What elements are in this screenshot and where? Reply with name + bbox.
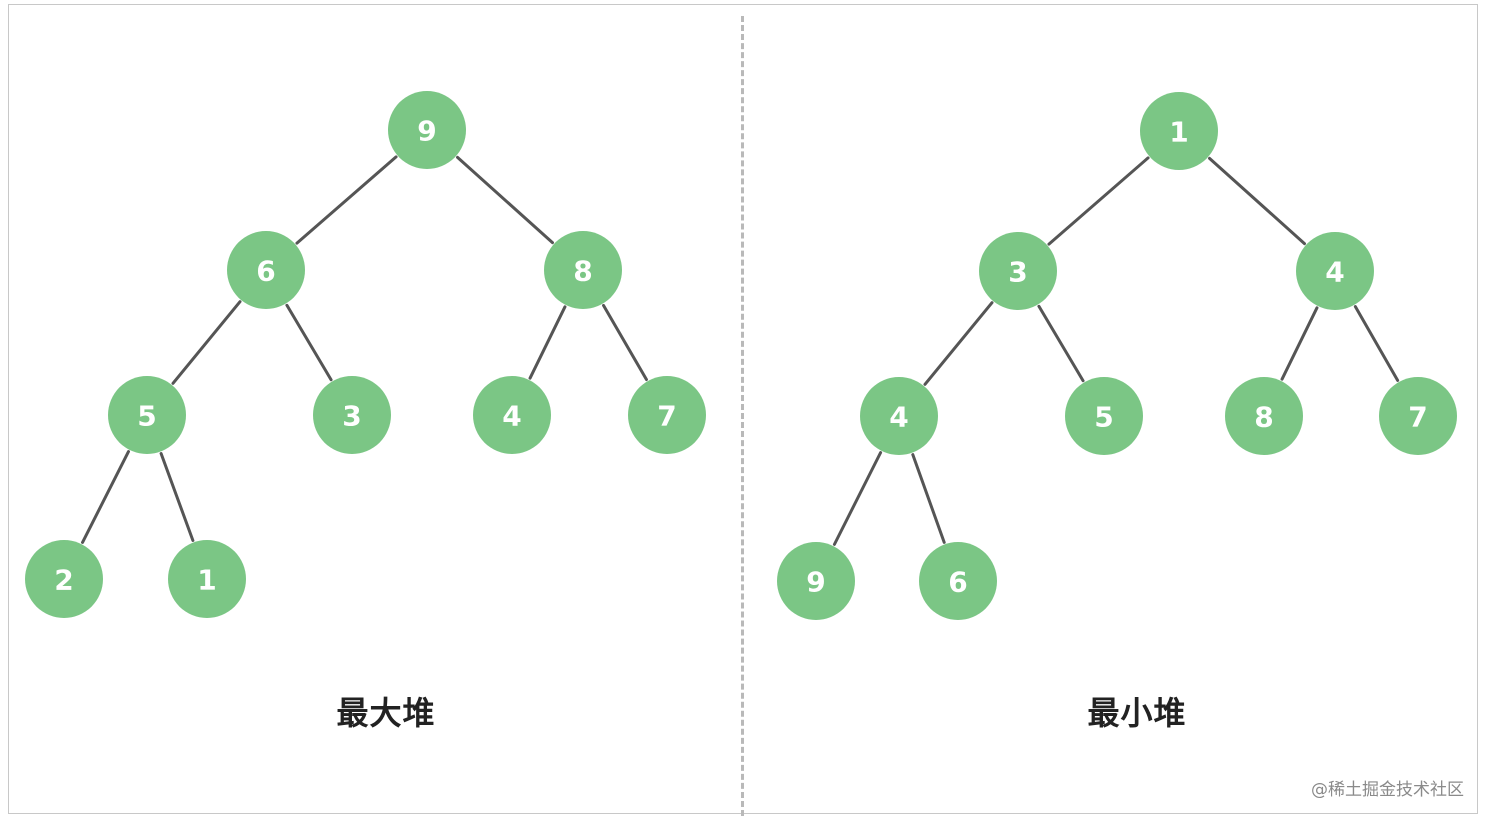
min-heap-edge [1280, 306, 1319, 381]
min-heap-node-label: 4 [889, 401, 908, 434]
max-heap-node-label: 7 [657, 400, 676, 433]
min-heap-edge [923, 301, 994, 386]
min-heap-node-label: 6 [948, 566, 967, 599]
watermark: @稀土掘金技术社区 [1311, 780, 1464, 800]
max-heap-node-circle [108, 376, 186, 454]
max-heap-edge [602, 303, 648, 382]
max-heap-node-circle [388, 91, 466, 169]
min-heap-node: 8 [1225, 377, 1303, 455]
max-heap-node-label: 2 [54, 564, 73, 597]
min-heap-node-circle [1296, 232, 1374, 310]
max-heap-node: 3 [313, 376, 391, 454]
max-heap-node-circle [25, 540, 103, 618]
max-heap-node: 9 [388, 91, 466, 169]
min-heap-title: 最小堆 [1087, 694, 1187, 732]
max-heap-node-circle [544, 231, 622, 309]
max-heap-node-circle [168, 540, 246, 618]
min-heap-node-circle [1065, 377, 1143, 455]
min-heap-node-circle [919, 542, 997, 620]
max-heap-edge [528, 305, 567, 380]
max-heap-title: 最大堆 [336, 694, 436, 732]
max-heap-node: 4 [473, 376, 551, 454]
max-heap-node: 1 [168, 540, 246, 618]
max-heap-edge [159, 452, 195, 542]
dashed-divider [741, 16, 744, 816]
max-heap-edge [456, 155, 554, 245]
max-heap-node-label: 3 [342, 400, 361, 433]
min-heap-edge [911, 453, 946, 544]
max-heap-node: 8 [544, 231, 622, 309]
max-heap-node: 6 [227, 231, 305, 309]
min-heap-node-label: 7 [1408, 401, 1427, 434]
max-heap-node-circle [313, 376, 391, 454]
min-heap-node-circle [1140, 92, 1218, 170]
max-heap-node: 7 [628, 376, 706, 454]
min-heap-node: 7 [1379, 377, 1457, 455]
max-heap-node-label: 4 [502, 400, 521, 433]
min-heap-node-label: 3 [1008, 256, 1027, 289]
min-heap-node-label: 8 [1254, 401, 1273, 434]
max-heap-edge [81, 450, 130, 544]
min-heap-node-circle [1225, 377, 1303, 455]
max-heap-node-circle [227, 231, 305, 309]
max-heap-node-label: 6 [256, 255, 275, 288]
min-heap-node-circle [777, 542, 855, 620]
max-heap-node-label: 5 [137, 400, 156, 433]
min-heap-node: 6 [919, 542, 997, 620]
min-heap-edge [1353, 305, 1400, 382]
min-heap-node-label: 4 [1325, 256, 1344, 289]
min-heap-node-label: 1 [1169, 116, 1188, 149]
min-heap-node: 4 [1296, 232, 1374, 310]
min-heap-node-circle [860, 377, 938, 455]
max-heap-node: 5 [108, 376, 186, 454]
max-heap-edge [171, 300, 242, 385]
max-heap-edge [285, 303, 333, 382]
max-heap-node-label: 1 [197, 564, 216, 597]
min-heap-node-label: 9 [806, 566, 825, 599]
max-heap-node-label: 8 [573, 255, 592, 288]
min-heap-node: 5 [1065, 377, 1143, 455]
max-heap-node: 2 [25, 540, 103, 618]
min-heap-node: 3 [979, 232, 1057, 310]
min-heap-edge [1037, 304, 1085, 383]
min-heap-node: 9 [777, 542, 855, 620]
max-heap-node-label: 9 [417, 115, 436, 148]
min-heap-node: 1 [1140, 92, 1218, 170]
max-heap-node-circle [473, 376, 551, 454]
min-heap-node-circle [1379, 377, 1457, 455]
min-heap-node: 4 [860, 377, 938, 455]
min-heap-edge [1208, 156, 1306, 246]
min-heap-edge [832, 451, 883, 546]
min-heap-node-circle [979, 232, 1057, 310]
max-heap-node-circle [628, 376, 706, 454]
max-heap-edge [295, 155, 398, 245]
min-heap-node-label: 5 [1094, 401, 1113, 434]
min-heap-edge [1047, 156, 1150, 246]
